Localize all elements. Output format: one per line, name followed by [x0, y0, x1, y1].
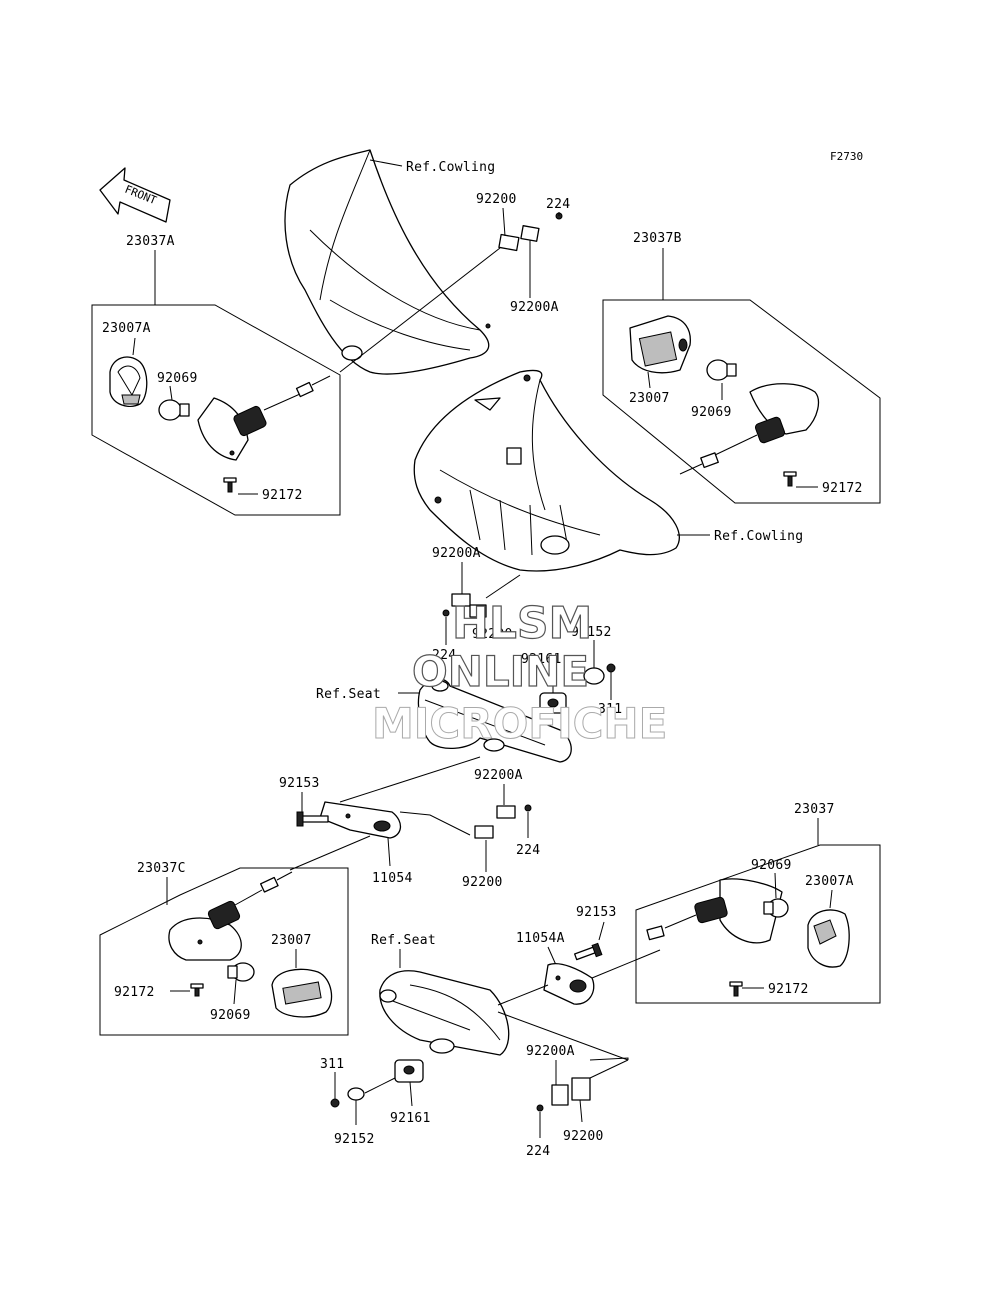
part-11054a: 11054A [516, 931, 565, 946]
part-92172-left: 92172 [262, 488, 303, 503]
nut-311-mid [606, 663, 616, 673]
nut-311-low [330, 1098, 340, 1108]
clip-92200a-mid [451, 593, 471, 607]
ref-cowling-right: Ref.Cowling [714, 529, 803, 544]
svg-text:HLSM: HLSM [452, 598, 592, 649]
part-92153-left: 92153 [279, 776, 320, 791]
stay-11054a [543, 963, 595, 1005]
part-92069-c: 92069 [210, 1008, 251, 1023]
part-92069-d: 92069 [751, 858, 792, 873]
seat-bracket-upper [417, 678, 572, 763]
part-92152-low: 92152 [334, 1132, 375, 1147]
part-311-low: 311 [320, 1057, 344, 1072]
part-224-low: 224 [516, 843, 540, 858]
lens-23007a-left [109, 356, 148, 407]
bolt-92153-left [296, 811, 329, 827]
part-92200a-bottom: 92200A [526, 1044, 575, 1059]
part-224-bottom: 224 [526, 1144, 550, 1159]
clip-92200-bottom [571, 1077, 591, 1101]
watermark: HLSM ONLINE MICROFICHE [372, 597, 668, 748]
bolt-92152-low [347, 1087, 365, 1101]
part-92152-mid: 92152 [571, 625, 612, 640]
clip-92200a-bottom [551, 1084, 569, 1106]
part-92069-left: 92069 [157, 371, 198, 386]
grommet-92161-low [394, 1059, 424, 1083]
part-92200a-mid: 92200A [432, 546, 481, 561]
front-arrow-icon: FRONT [99, 167, 171, 223]
signal-light-23037a [197, 375, 331, 461]
signal-light-23037b [679, 383, 820, 475]
bulb-92069-c [227, 962, 255, 982]
assy-23037-label: 23037 [794, 802, 835, 817]
screw-224-mid [442, 609, 450, 617]
screw-92172-d [729, 981, 743, 997]
clip-92200-top [498, 212, 563, 252]
screw-224-bottom [536, 1104, 544, 1112]
bulb-92069-d [763, 898, 789, 918]
part-92172-right: 92172 [822, 481, 863, 496]
assy-23037c-label: 23037C [137, 861, 186, 876]
lens-23007-right [629, 315, 691, 374]
part-23007a-left: 23007A [102, 321, 151, 336]
part-23007a-d: 23007A [805, 874, 854, 889]
part-92200-low: 92200 [462, 875, 503, 890]
screw-92172-c [190, 983, 204, 997]
ref-seat-upper: Ref.Seat [316, 687, 381, 702]
ref-seat-lower: Ref.Seat [371, 933, 436, 948]
bulb-92069-right [706, 359, 737, 381]
part-224-top: 224 [546, 197, 570, 212]
screw-92172-left [223, 477, 237, 493]
part-92200-top: 92200 [476, 192, 517, 207]
lens-23007a-d [807, 909, 850, 968]
part-92200-bottom: 92200 [563, 1129, 604, 1144]
clip-92200a-low [496, 805, 516, 819]
part-92161-mid: 92161 [521, 652, 562, 667]
part-23007-c: 23007 [271, 933, 312, 948]
bulb-92069-left [158, 399, 190, 421]
ref-cowling-top: Ref.Cowling [406, 160, 495, 175]
clip-92200-low [474, 825, 494, 839]
screw-92172-right [783, 471, 797, 487]
assy-23037a-box [91, 304, 341, 516]
assy-23037b-label: 23037B [633, 231, 682, 246]
part-92069-right: 92069 [691, 405, 732, 420]
clip-92200-mid [469, 604, 487, 618]
part-11054: 11054 [372, 871, 413, 886]
svg-text:ONLINE: ONLINE [412, 647, 589, 696]
signal-light-23037c [168, 871, 293, 961]
part-92153-right: 92153 [576, 905, 617, 920]
svg-text:MICROFICHE: MICROFICHE [372, 699, 667, 748]
assy-23037c-box [99, 867, 349, 1036]
bolt-92153-right [573, 942, 603, 961]
cowling-top-shape [284, 149, 491, 375]
diagram-code: F2730 [830, 150, 863, 163]
seat-bracket-lower [379, 970, 510, 1056]
screw-224-low [524, 804, 532, 812]
signal-light-23037 [646, 878, 783, 944]
stay-11054 [319, 801, 402, 839]
part-92200a-low: 92200A [474, 768, 523, 783]
part-92200a-top: 92200A [510, 300, 559, 315]
part-311-mid: 311 [598, 702, 622, 717]
part-92172-c: 92172 [114, 985, 155, 1000]
lens-23007-c [271, 968, 333, 1018]
part-23007-right: 23007 [629, 391, 670, 406]
part-224-mid: 224 [432, 648, 456, 663]
cowling-right-shape [413, 369, 680, 572]
assy-23037a-label: 23037A [126, 234, 175, 249]
part-92172-d: 92172 [768, 982, 809, 997]
part-92161-low: 92161 [390, 1111, 431, 1126]
assy-23037-box [635, 844, 881, 1004]
assy-23037b-box [602, 299, 881, 504]
part-92200-mid: 92200 [472, 627, 513, 642]
